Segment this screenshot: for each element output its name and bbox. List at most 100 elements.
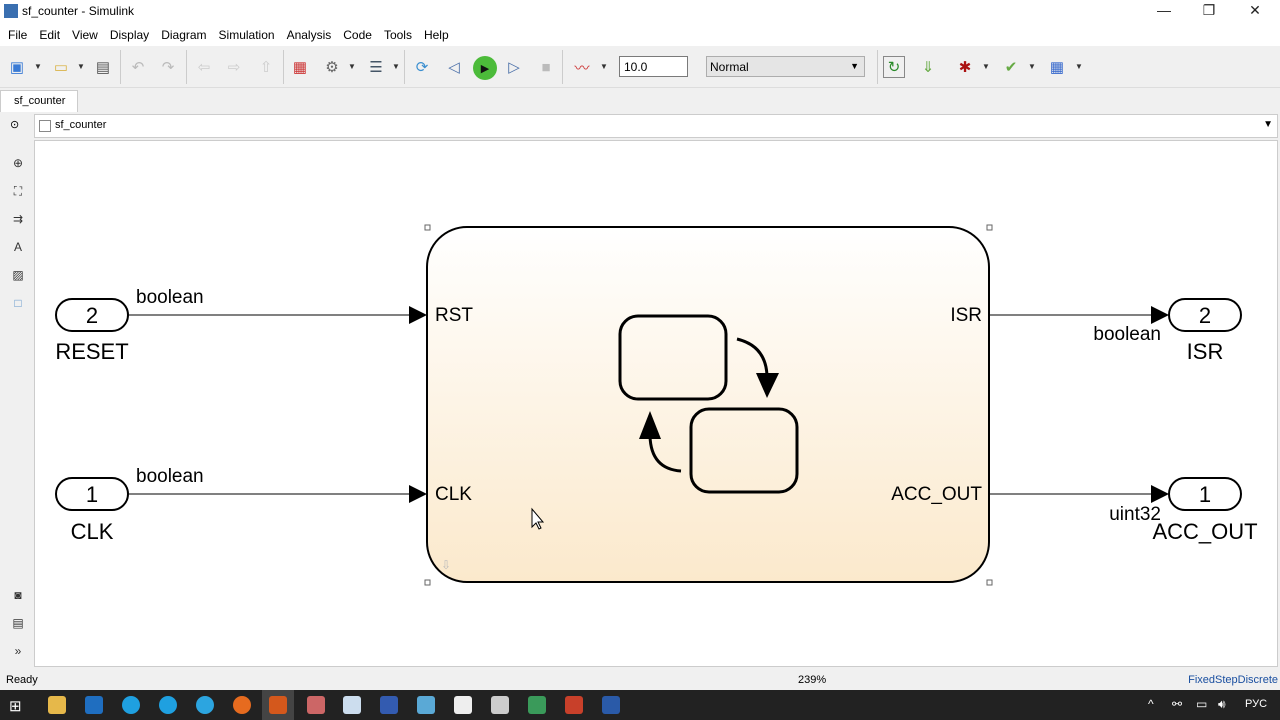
scope-icon[interactable]: 〰 bbox=[574, 59, 590, 77]
report-icon[interactable]: ▤ bbox=[12, 616, 24, 630]
check-icon[interactable]: ✔ bbox=[1004, 59, 1018, 76]
data-grid-icon[interactable]: ▦ bbox=[1049, 59, 1065, 76]
debug-bug-icon[interactable]: ✱ bbox=[958, 59, 972, 76]
left-palette: ⊕ ⛶ ⇉ A ▨ □ ◙ ▤ » bbox=[0, 112, 34, 668]
model-icon bbox=[39, 120, 51, 132]
signal-type-label: boolean bbox=[136, 466, 204, 487]
gear-icon[interactable]: ⚙ bbox=[325, 59, 339, 76]
annotation-icon[interactable]: A bbox=[13, 240, 22, 254]
skype-icon[interactable] bbox=[122, 696, 140, 714]
breadcrumb: sf_counter ▼ bbox=[34, 114, 1278, 138]
inport-reset[interactable]: 2 RESET bbox=[55, 298, 129, 364]
volume-icon[interactable]: 🔊︎ bbox=[1218, 697, 1226, 711]
menu-display[interactable]: Display bbox=[109, 28, 150, 42]
skype-business-icon[interactable] bbox=[159, 696, 177, 714]
update-diagram-icon[interactable]: ⟳ bbox=[415, 59, 429, 76]
chevron-down-icon[interactable]: ▼ bbox=[77, 62, 85, 71]
stop-button[interactable]: ■ bbox=[541, 58, 551, 76]
chevron-down-icon[interactable]: ▼ bbox=[982, 62, 990, 71]
inport-number: 2 bbox=[86, 303, 98, 328]
build-icon[interactable]: ⇓ bbox=[921, 59, 935, 76]
app-icon[interactable] bbox=[307, 696, 325, 714]
chart-output-port-label: ISR bbox=[950, 305, 982, 326]
menu-analysis[interactable]: Analysis bbox=[286, 28, 332, 42]
chevron-down-icon[interactable]: ▼ bbox=[1028, 62, 1036, 71]
library-browser-icon[interactable]: ▦ bbox=[292, 59, 308, 76]
menu-diagram[interactable]: Diagram bbox=[161, 28, 207, 42]
up-icon[interactable]: ⇧ bbox=[259, 59, 273, 76]
open-folder-icon[interactable]: ▭ bbox=[53, 59, 69, 76]
solver-link[interactable]: FixedStepDiscrete bbox=[1188, 674, 1278, 686]
restore-button[interactable]: ❐ bbox=[1202, 2, 1216, 18]
app-icon[interactable] bbox=[343, 696, 361, 714]
run-button[interactable]: ▶ bbox=[473, 56, 497, 80]
tab-sf-counter[interactable]: sf_counter bbox=[0, 90, 78, 112]
step-back-icon[interactable]: ◁ bbox=[448, 59, 460, 76]
toolbar: ▣ ▼ ▭ ▼ ▤ ↶ ↷ ⇦ ⇨ ⇧ ▦ ⚙ ▼ ☰ ▼ ⟳ ◁ ▶ ▷ ■ 〰 ▼ ↻… bbox=[0, 46, 1280, 88]
battery-icon[interactable]: ▭ bbox=[1196, 697, 1208, 711]
app-icon[interactable] bbox=[454, 696, 472, 714]
redo-icon[interactable]: ↷ bbox=[161, 59, 175, 76]
divider bbox=[404, 50, 405, 84]
zoom-icon[interactable]: ⊕ bbox=[12, 156, 24, 170]
menu-edit[interactable]: Edit bbox=[39, 28, 61, 42]
menu-help[interactable]: Help bbox=[423, 28, 449, 42]
chevron-down-icon[interactable]: ▼ bbox=[600, 62, 608, 71]
tray-chevron-up-icon[interactable]: ^ bbox=[1148, 697, 1154, 711]
outport-acc-out[interactable]: 1 ACC_OUT bbox=[1152, 477, 1258, 544]
area-icon[interactable]: □ bbox=[14, 296, 22, 310]
telegram-icon[interactable] bbox=[196, 696, 214, 714]
arrow-icon[interactable]: ⇉ bbox=[12, 212, 24, 226]
close-button[interactable]: ✕ bbox=[1249, 2, 1261, 18]
chevron-down-icon[interactable]: ▼ bbox=[392, 62, 400, 71]
app-icon[interactable] bbox=[417, 696, 435, 714]
firefox-icon[interactable] bbox=[233, 696, 251, 714]
menu-code[interactable]: Code bbox=[343, 28, 372, 42]
save-icon[interactable]: ▤ bbox=[95, 59, 111, 76]
outlook-icon[interactable] bbox=[85, 696, 103, 714]
app-icon[interactable] bbox=[528, 696, 546, 714]
input-language[interactable]: РУС bbox=[1245, 698, 1268, 710]
look-under-mask-icon[interactable]: ⇩ bbox=[441, 558, 451, 572]
network-icon[interactable]: ⚯ bbox=[1172, 697, 1183, 711]
menu-view[interactable]: View bbox=[72, 28, 98, 42]
undo-icon[interactable]: ↶ bbox=[131, 59, 145, 76]
minimize-button[interactable]: — bbox=[1157, 2, 1171, 18]
breadcrumb-item[interactable]: sf_counter bbox=[55, 119, 107, 131]
chevron-down-icon[interactable]: ▼ bbox=[1075, 62, 1083, 71]
screenshot-icon[interactable]: ◙ bbox=[14, 588, 22, 602]
menu-file[interactable]: File bbox=[8, 28, 28, 42]
image-icon[interactable]: ▨ bbox=[12, 268, 24, 282]
forward-icon[interactable]: ⇨ bbox=[227, 59, 241, 76]
signal-type-label: boolean bbox=[1093, 324, 1161, 345]
simulation-mode-select[interactable]: Normal▼ bbox=[706, 56, 865, 77]
word-icon[interactable] bbox=[602, 696, 620, 714]
model-canvas[interactable]: 2 RESET boolean 1 CLK boolean RST CLK IS… bbox=[34, 140, 1278, 667]
stop-time-input[interactable]: 10.0 bbox=[619, 56, 688, 77]
back-icon[interactable]: ⇦ bbox=[197, 59, 211, 76]
app-icon[interactable] bbox=[491, 696, 509, 714]
chevron-down-icon[interactable]: ▼ bbox=[34, 62, 42, 71]
hide-explorer-icon[interactable]: ⊙ bbox=[10, 119, 20, 131]
arrowhead bbox=[409, 485, 427, 503]
menu-tools[interactable]: Tools bbox=[383, 28, 412, 42]
fit-view-icon[interactable]: ⛶ bbox=[13, 184, 23, 198]
outport-isr[interactable]: 2 ISR bbox=[1168, 298, 1242, 364]
expand-icon[interactable]: » bbox=[14, 644, 22, 658]
windows-start-icon[interactable]: ⊞ bbox=[9, 698, 22, 715]
powerpoint-icon[interactable] bbox=[565, 696, 583, 714]
refresh-icon[interactable]: ↻ bbox=[883, 56, 905, 78]
step-forward-icon[interactable]: ▷ bbox=[508, 59, 520, 76]
chevron-down-icon[interactable]: ▼ bbox=[1263, 119, 1273, 130]
matlab-taskbar-button[interactable] bbox=[262, 690, 294, 720]
chevron-down-icon[interactable]: ▼ bbox=[348, 62, 356, 71]
inport-clk[interactable]: 1 CLK bbox=[55, 477, 129, 544]
app-icon[interactable] bbox=[380, 696, 398, 714]
model-explorer-icon[interactable]: ☰ bbox=[369, 59, 383, 76]
stateflow-chart-block[interactable]: RST CLK ISR ACC_OUT ⇩ bbox=[424, 224, 993, 586]
inport-label: RESET bbox=[55, 339, 128, 364]
menu-simulation[interactable]: Simulation bbox=[218, 28, 275, 42]
new-model-icon[interactable]: ▣ bbox=[9, 59, 25, 76]
file-explorer-icon[interactable] bbox=[48, 696, 66, 714]
arrowhead bbox=[1151, 306, 1169, 324]
